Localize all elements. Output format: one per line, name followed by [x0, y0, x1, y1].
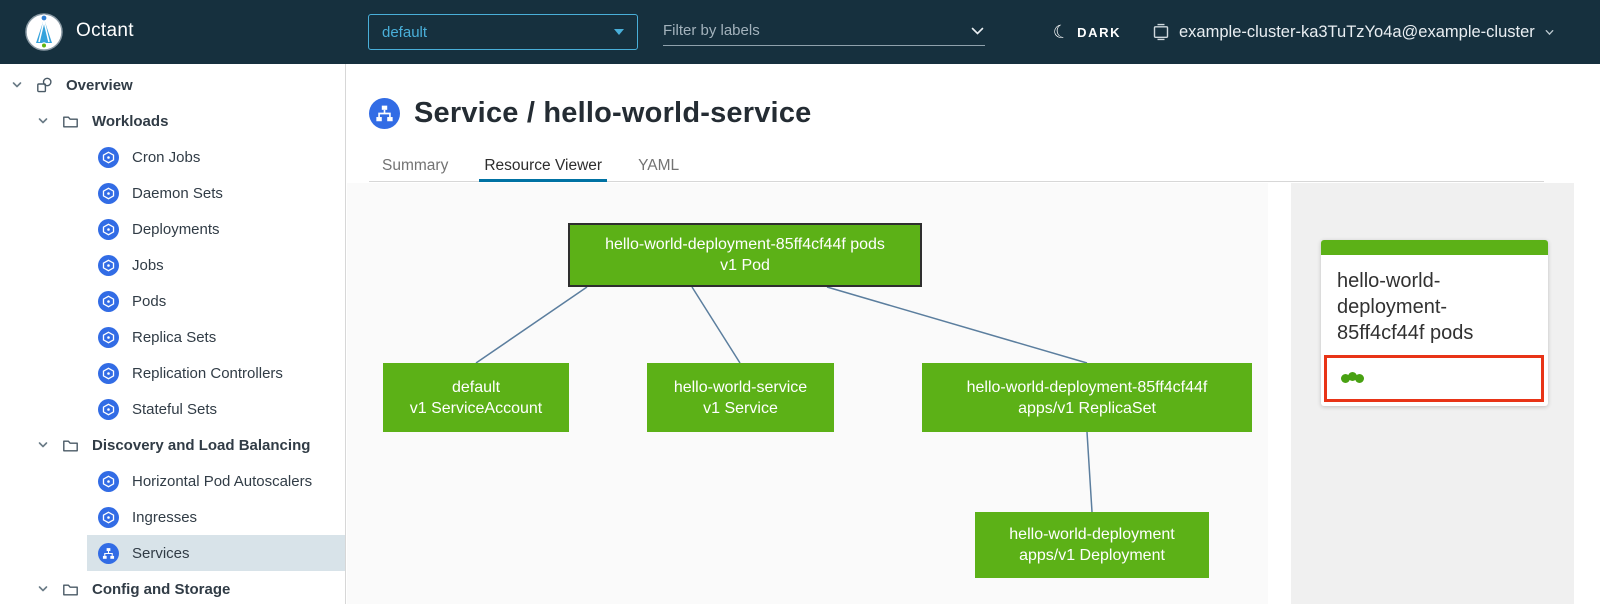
folder-icon [62, 581, 79, 598]
card-accent-bar [1321, 240, 1548, 255]
sidebar-item-label: Config and Storage [92, 580, 231, 598]
folder-icon [62, 113, 79, 130]
sidebar-item-label: Stateful Sets [132, 400, 218, 418]
chevron-down-icon[interactable] [37, 583, 49, 595]
graph-node-label: apps/v1 ReplicaSet [1018, 399, 1156, 417]
replication-controllers-icon [98, 362, 119, 384]
namespace-dropdown-value: default [382, 23, 428, 41]
sidebar-item-jobs[interactable]: Jobs [0, 247, 345, 283]
horizontal-pod-autoscalers-icon [98, 470, 119, 492]
sidebar-item-discovery-and-load-balancing[interactable]: Discovery and Load Balancing [0, 427, 345, 463]
graph-node-label: v1 ServiceAccount [409, 399, 543, 417]
sidebar-item-ingresses[interactable]: Ingresses [0, 499, 345, 535]
pod-status-dot [1341, 374, 1350, 383]
sidebar-item-cron-jobs[interactable]: Cron Jobs [0, 139, 345, 175]
resource-viewer-canvas: hello-world-deployment-85ff4cf44f pods v1… [347, 183, 1268, 604]
sidebar-item-label: Replica Sets [132, 328, 217, 346]
sidebar-item-replica-sets[interactable]: Replica Sets [0, 319, 345, 355]
sidebar-item-label: Daemon Sets [132, 184, 223, 202]
cluster-icon [1152, 23, 1170, 41]
graph-node-label: v1 Service [703, 399, 778, 417]
graph-node-label: hello-world-deployment-85ff4cf44f pods [605, 236, 885, 253]
sidebar-item-config-and-storage[interactable]: Config and Storage [0, 571, 345, 607]
graph-node-label: hello-world-service [673, 378, 808, 396]
sidebar-item-label: Workloads [92, 112, 169, 130]
sidebar-item-pods[interactable]: Pods [0, 283, 345, 319]
sidebar-item-label: Replication Controllers [132, 364, 283, 382]
deployments-icon [98, 218, 119, 240]
graph-node-label: default [451, 378, 501, 396]
sidebar-item-workloads[interactable]: Workloads [0, 103, 345, 139]
filter-chevron-down-icon[interactable] [970, 24, 985, 38]
graph-node-label: apps/v1 Deployment [1019, 547, 1165, 564]
pods-icon [98, 290, 119, 312]
graph-node-pod[interactable]: hello-world-deployment-85ff4cf44f pods v1… [568, 223, 922, 287]
cluster-name: example-cluster-ka3TuTzYo4a@example-clus… [1179, 22, 1535, 41]
ingresses-icon [98, 506, 119, 528]
main-content: Service / hello-world-service Summary Res… [347, 64, 1600, 604]
sidebar-item-services[interactable]: Services [0, 535, 345, 571]
moon-icon: ☾ [1050, 20, 1071, 43]
sidebar-item-stateful-sets[interactable]: Stateful Sets [0, 391, 345, 427]
sidebar-item-label: Pods [132, 292, 167, 310]
detail-panel: hello-world-deployment-85ff4cf44f pods [1291, 183, 1574, 604]
overview-icon [36, 77, 53, 94]
sidebar-item-label: Deployments [132, 220, 220, 238]
theme-toggle-label: DARK [1077, 24, 1122, 40]
graph-node-label: hello-world-deployment-85ff4cf44f [966, 378, 1208, 396]
label-filter-input[interactable] [663, 22, 970, 39]
page-title: Service / hello-world-service [414, 97, 812, 129]
cluster-selector[interactable]: example-cluster-ka3TuTzYo4a@example-clus… [1152, 0, 1555, 64]
sidebar-item-label: Jobs [132, 256, 164, 274]
services-icon [98, 542, 119, 564]
pod-status-dot [1355, 374, 1364, 383]
tab-yaml[interactable]: YAML [638, 156, 680, 174]
chevron-down-icon[interactable] [37, 439, 49, 451]
sidebar-item-label: Services [132, 544, 190, 562]
stateful-sets-icon [98, 398, 119, 420]
pod-status-dot [1348, 372, 1357, 381]
tab-resource-viewer[interactable]: Resource Viewer [479, 150, 607, 182]
folder-icon [62, 437, 79, 454]
sidebar-item-replication-controllers[interactable]: Replication Controllers [0, 355, 345, 391]
chevron-down-icon[interactable] [37, 115, 49, 127]
sidebar-item-label: Ingresses [132, 508, 198, 526]
sidebar-item-label: Discovery and Load Balancing [92, 436, 311, 454]
tab-summary[interactable]: Summary [382, 156, 449, 174]
cron-jobs-icon [98, 146, 119, 168]
graph-node-service-account[interactable]: default v1 ServiceAccount [383, 363, 569, 432]
sidebar-item-overview[interactable]: Overview [0, 67, 345, 103]
label-filter [663, 16, 985, 46]
daemon-sets-icon [98, 182, 119, 204]
graph-node-replica-set[interactable]: hello-world-deployment-85ff4cf44f apps/v1… [922, 363, 1252, 432]
service-icon [369, 98, 400, 129]
octant-logo-icon [24, 12, 64, 52]
title-row: Service / hello-world-service [369, 97, 811, 130]
pod-summary-card[interactable]: hello-world-deployment-85ff4cf44f pods [1321, 240, 1548, 406]
top-header: Octant default ☾ DARK example-cluster-ka… [0, 0, 1600, 64]
replica-sets-icon [98, 326, 119, 348]
tab-bar: Summary Resource Viewer YAML [369, 150, 1544, 182]
sidebar-item-deployments[interactable]: Deployments [0, 211, 345, 247]
cluster-chevron-down-icon [1544, 27, 1555, 38]
sidebar-item-daemon-sets[interactable]: Daemon Sets [0, 175, 345, 211]
sidebar-item-label: Horizontal Pod Autoscalers [132, 472, 313, 490]
card-title: hello-world-deployment-85ff4cf44f pods [1337, 270, 1474, 344]
theme-toggle[interactable]: ☾ DARK [1050, 0, 1122, 64]
graph-node-deployment[interactable]: hello-world-deployment apps/v1 Deployment [975, 512, 1209, 578]
graph-node-label: v1 Pod [720, 257, 770, 274]
sidebar-item-label: Cron Jobs [132, 148, 201, 166]
pod-status-highlight-box[interactable] [1324, 355, 1544, 402]
dropdown-caret-icon [614, 29, 624, 35]
graph-node-service[interactable]: hello-world-service v1 Service [647, 363, 834, 432]
namespace-dropdown[interactable]: default [368, 14, 638, 50]
app-name: Octant [76, 20, 134, 41]
chevron-down-icon[interactable] [11, 79, 23, 91]
jobs-icon [98, 254, 119, 276]
graph-edges [475, 286, 1093, 513]
sidebar-item-horizontal-pod-autoscalers[interactable]: Horizontal Pod Autoscalers [0, 463, 345, 499]
sidebar-item-label: Overview [66, 76, 133, 94]
graph-node-label: hello-world-deployment [1009, 526, 1175, 543]
